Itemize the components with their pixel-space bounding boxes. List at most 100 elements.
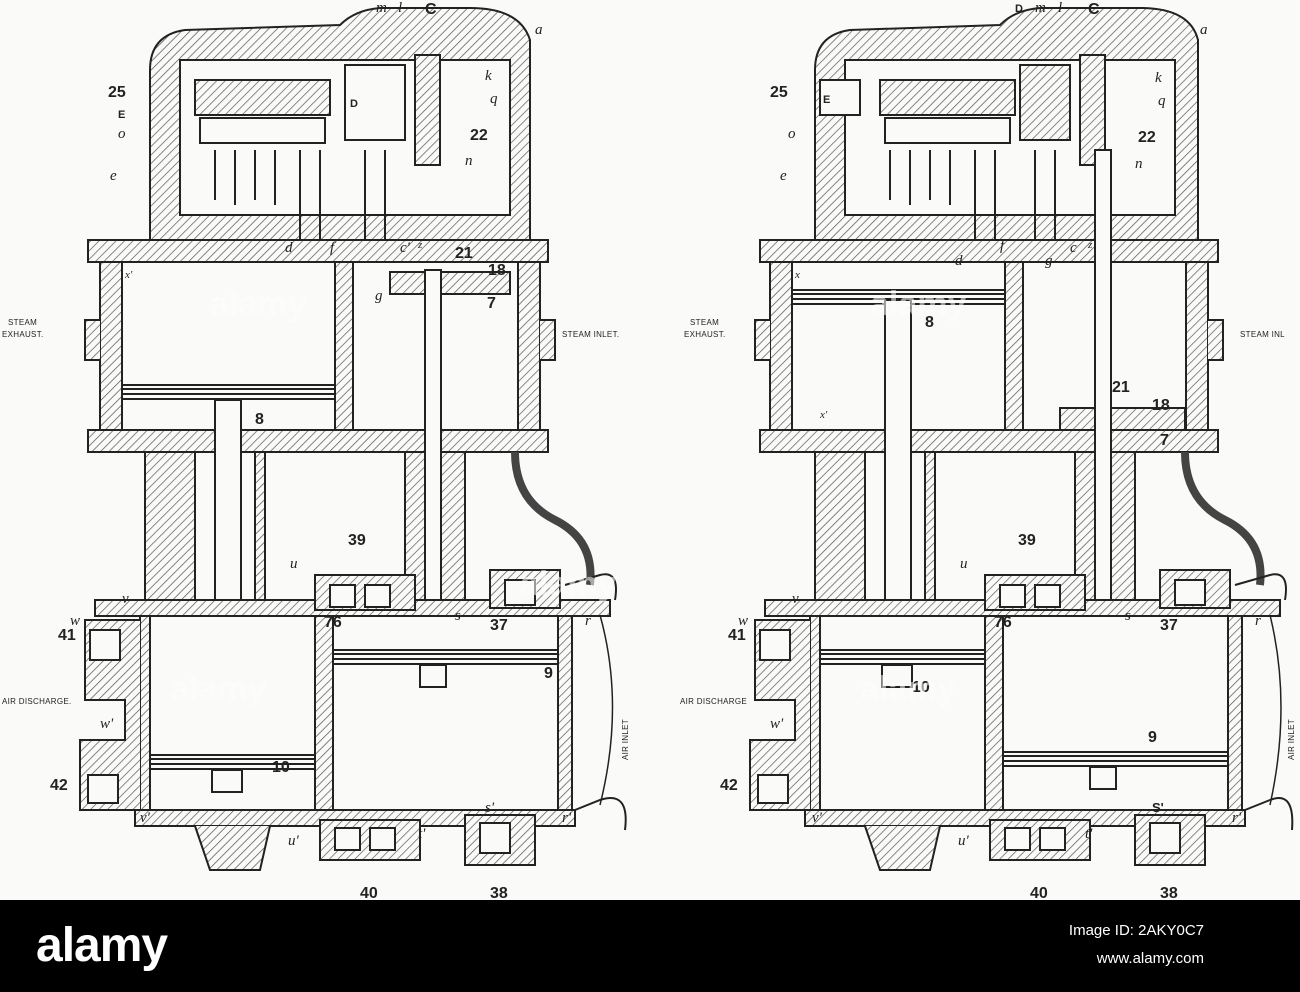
left-label-r-prime: r' [562, 810, 572, 826]
left-label-7: 7 [487, 295, 496, 312]
right-label-41: 41 [728, 627, 746, 644]
right-label-v: v [792, 591, 799, 607]
left-label-9: 9 [544, 665, 553, 682]
right-label-37: 37 [1160, 617, 1178, 634]
left-label-r: r [585, 613, 591, 629]
right-label-21: 21 [1112, 379, 1130, 396]
right-label-18: 18 [1152, 397, 1170, 414]
left-caption-steam-exhaust-2: EXHAUST. [2, 330, 44, 339]
left-label-41: 41 [58, 627, 76, 644]
right-label-x: x [794, 269, 800, 281]
right-label-u-prime: u' [958, 833, 970, 849]
left-label-n: n [465, 153, 473, 169]
right-label-39: 39 [1018, 532, 1036, 549]
left-label-u-prime: u' [288, 833, 300, 849]
left-label-42: 42 [50, 777, 68, 794]
left-label-21: 21 [455, 245, 473, 262]
left-label-q: q [490, 91, 498, 107]
left-label-a: a [535, 22, 543, 38]
pump-cross-section-figure: m l C a k q n 25 22 21 18 7 8 39 76 37 4… [2, 0, 1296, 900]
right-label-u: u [960, 556, 968, 572]
right-label-s: s [1125, 608, 1131, 624]
left-label-39: 39 [348, 532, 366, 549]
left-label-E: E [118, 109, 125, 121]
right-label-e: e [780, 168, 787, 184]
left-label-w: w [70, 613, 80, 629]
left-pump-drawing [79, 7, 627, 871]
right-label-t-prime: t' [1085, 826, 1093, 842]
watermark-text: alamy [860, 670, 956, 708]
left-label-v-prime: v' [140, 810, 151, 826]
brand-logo[interactable]: alamy [36, 919, 168, 972]
right-label-7: 7 [1160, 432, 1169, 449]
left-caption-steam-inlet: STEAM INLET. [562, 330, 619, 339]
right-label-q: q [1158, 93, 1166, 109]
left-label-s-prime: s' [485, 800, 495, 816]
left-label-t-prime: t' [418, 826, 426, 842]
left-label-d: d [285, 240, 293, 256]
right-label-r-prime: r' [1232, 810, 1242, 826]
left-caption-steam-exhaust-1: STEAM [8, 318, 37, 327]
left-label-e: e [110, 168, 117, 184]
pump-diagram: m l C a k q n 25 22 21 18 7 8 39 76 37 4… [2, 0, 1296, 900]
left-label-10: 10 [272, 759, 290, 776]
left-caption-air-discharge: AIR DISCHARGE. [2, 697, 72, 706]
left-label-o: o [118, 126, 126, 142]
left-label-g: g [375, 288, 383, 304]
right-label-25: 25 [770, 84, 788, 101]
right-label-9: 9 [1148, 729, 1157, 746]
left-label-c: C [425, 1, 437, 18]
right-caption-steam-exhaust-2: EXHAUST. [684, 330, 726, 339]
left-label-u: u [290, 556, 298, 572]
watermark-text: alamy [520, 565, 616, 603]
site-url-link[interactable]: www.alamy.com [1096, 950, 1204, 967]
left-label-m: m [376, 0, 387, 16]
watermark-text: alamy [210, 285, 306, 323]
right-label-v-prime: v' [812, 810, 823, 826]
right-label-z: z [1087, 239, 1093, 251]
right-label-38: 38 [1160, 885, 1178, 900]
right-label-42: 42 [720, 777, 738, 794]
left-label-76: 76 [324, 614, 342, 631]
watermark-text: alamy [870, 285, 966, 323]
left-label-c-prime: c' [400, 240, 411, 256]
left-label-w-prime: w' [100, 716, 114, 732]
left-label-40: 40 [360, 885, 378, 900]
left-caption-air-inlet: AIR INLET [621, 719, 630, 760]
left-label-25: 25 [108, 84, 126, 101]
right-label-x-prime: x' [819, 409, 828, 421]
left-label-l: l [398, 0, 402, 16]
right-caption-air-inlet: AIR INLET [1287, 719, 1296, 760]
left-label-38: 38 [490, 885, 508, 900]
watermark-layer: alamy alamy alamy alamy alamy [170, 285, 966, 708]
right-label-d: d [955, 253, 963, 269]
right-label-r: r [1255, 613, 1261, 629]
left-label-18: 18 [488, 262, 506, 279]
right-label-w: w [738, 613, 748, 629]
right-label-k: k [1155, 70, 1162, 86]
right-label-f: f [1000, 238, 1006, 254]
right-label-n: n [1135, 156, 1143, 172]
right-label-w-prime: w' [770, 716, 784, 732]
right-caption-steam-exhaust-1: STEAM [690, 318, 719, 327]
left-label-z: z [417, 239, 423, 251]
right-pump-drawing [749, 7, 1294, 871]
right-label-S-prime: S' [1152, 800, 1164, 815]
right-label-22: 22 [1138, 129, 1156, 146]
watermark-text: alamy [170, 670, 266, 708]
left-label-x-prime: x' [124, 269, 133, 281]
right-label-E: E [823, 94, 830, 106]
right-label-g: g [1045, 253, 1053, 269]
right-label-c: C [1088, 1, 1100, 18]
right-label-10: 10 [912, 679, 930, 696]
right-labels: D m l C a k q n 25 22 21 18 7 8 39 76 37… [680, 0, 1296, 900]
left-label-f: f [330, 240, 336, 256]
left-label-v: v [122, 591, 129, 607]
left-label-k: k [485, 68, 492, 84]
right-label-o: o [788, 126, 796, 142]
right-label-40: 40 [1030, 885, 1048, 900]
image-id-text: Image ID: 2AKY0C7 [1068, 922, 1204, 939]
right-label-D: D [1015, 3, 1023, 15]
left-label-8: 8 [255, 411, 264, 428]
right-label-76: 76 [994, 614, 1012, 631]
